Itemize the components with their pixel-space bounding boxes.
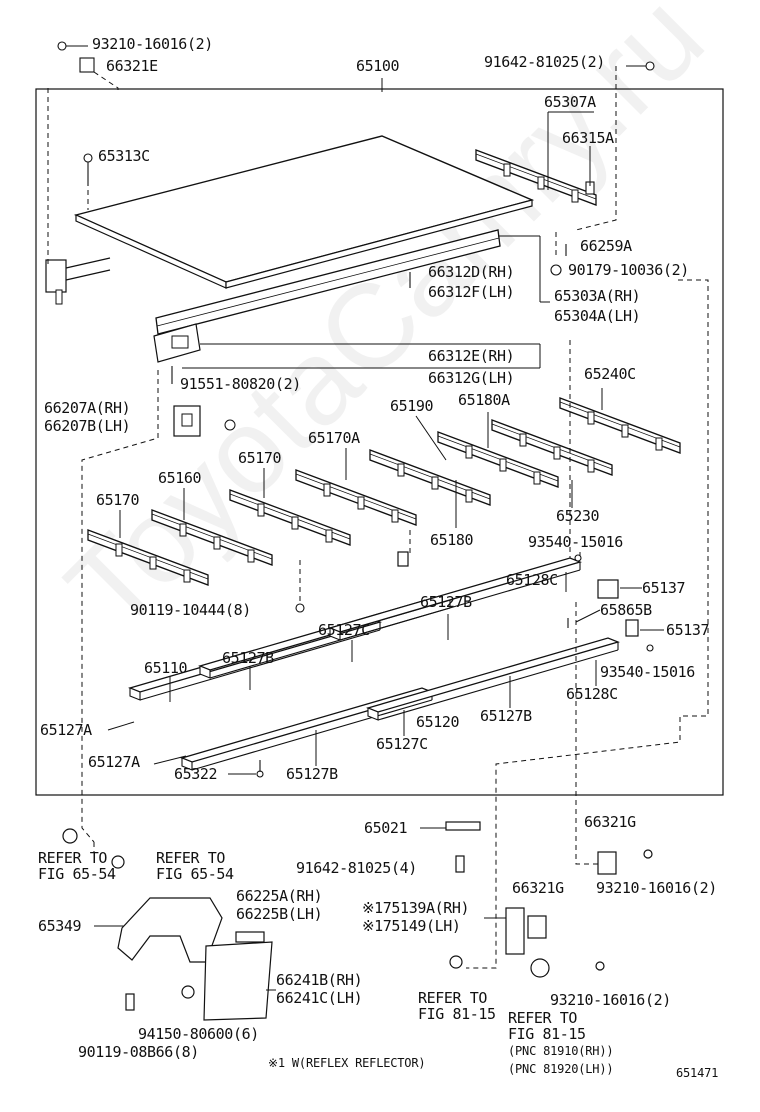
label-66312F: 66312F(LH) <box>428 283 515 301</box>
label-65110: 65110 <box>144 659 188 677</box>
label-93210-16016-bottom: 93210-16016(2) <box>550 991 671 1009</box>
label-65170-left: 65170 <box>96 491 140 509</box>
label-93540-15016-a: 93540-15016 <box>528 533 623 551</box>
label-pnc-81910: (PNC 81910(RH)) <box>508 1044 614 1058</box>
label-66225A: 66225A(RH) <box>236 887 323 905</box>
label-94150-80600: 94150-80600(6) <box>138 1025 259 1043</box>
label-refer-65-54-a-line2: FIG 65-54 <box>38 865 116 883</box>
label-90119-10444: 90119-10444(8) <box>130 601 251 619</box>
label-refer-81-15-b-line2: FIG 81-15 <box>508 1025 586 1043</box>
label-66321G-a: 66321G <box>584 813 636 831</box>
label-66207A: 66207A(RH) <box>44 399 131 417</box>
label-65322: 65322 <box>174 765 218 783</box>
member-65170-mid <box>229 489 351 546</box>
label-91642-81025-4: 91642-81025(4) <box>296 859 417 877</box>
cap-66321G-b <box>527 915 547 939</box>
reflector <box>530 958 550 978</box>
left-hinge <box>45 257 111 305</box>
label-65021: 65021 <box>364 819 408 837</box>
flap-66241 <box>203 941 273 1021</box>
lower-parts <box>62 821 653 1021</box>
label-66259A: 66259A <box>580 237 632 255</box>
label-66321E: 66321E <box>106 57 158 75</box>
label-refer-65-54-b-line2: FIG 65-54 <box>156 865 234 883</box>
label-93540-15016-b: 93540-15016 <box>600 663 695 681</box>
label-refer-81-15-a-line2: FIG 81-15 <box>418 1005 496 1023</box>
label-65127A-b: 65127A <box>88 753 140 771</box>
side-rail <box>153 229 501 363</box>
label-66321G-b: 66321G <box>512 879 564 897</box>
label-65190: 65190 <box>390 397 434 415</box>
label-65304A: 65304A(LH) <box>554 307 641 325</box>
label-65137-a: 65137 <box>642 579 686 597</box>
label-65127B-c: 65127B <box>480 707 532 725</box>
label-65349: 65349 <box>38 917 82 935</box>
label-65307A: 65307A <box>544 93 596 111</box>
label-66241B: 66241B(RH) <box>276 971 363 989</box>
label-66315A: 66315A <box>562 129 614 147</box>
label-65127B-b: 65127B <box>222 649 274 667</box>
label-65160: 65160 <box>158 469 202 487</box>
label-91642-81025-2: 91642-81025(2) <box>484 53 605 71</box>
label-refer-81-15-b-line1: REFER TO <box>508 1009 578 1027</box>
label-65128C-b: 65128C <box>566 685 618 703</box>
label-65127C-a: 65127C <box>318 621 370 639</box>
label-90179-10036: 90179-10036(2) <box>568 261 689 279</box>
label-66312D: 66312D(RH) <box>428 263 515 281</box>
assembly-frame <box>35 88 724 796</box>
label-66207B: 66207B(LH) <box>44 417 131 435</box>
label-refer-81-15-a-line1: REFER TO <box>418 989 488 1007</box>
label-refer-65-54-b-line1: REFER TO <box>156 849 226 867</box>
label-65128C-a: 65128C <box>506 571 558 589</box>
label-65127A-a: 65127A <box>40 721 92 739</box>
label-pnc-81920: (PNC 81920(LH)) <box>508 1062 614 1076</box>
label-65100: 65100 <box>356 57 400 75</box>
label-65230: 65230 <box>556 507 600 525</box>
label-93210-16016: 93210-16016(2) <box>92 35 213 53</box>
footnote: ※1 W(REFLEX REFLECTOR) <box>268 1056 426 1070</box>
cap-66321G-a <box>597 851 617 875</box>
label-65127C-b: 65127C <box>376 735 428 753</box>
label-65865B: 65865B <box>600 601 652 619</box>
label-65180A: 65180A <box>458 391 510 409</box>
member-65240C <box>559 397 681 454</box>
bracket-small <box>397 551 409 567</box>
label-65180: 65180 <box>430 531 474 549</box>
label-66312E: 66312E(RH) <box>428 347 515 365</box>
deck-panel <box>73 135 535 289</box>
label-90119-08B66: 90119-08B66(8) <box>78 1043 199 1061</box>
label-65120: 65120 <box>416 713 460 731</box>
label-65170A: 65170A <box>308 429 360 447</box>
label-65127B-d: 65127B <box>286 765 338 783</box>
diagram-id: 651471 <box>676 1066 719 1080</box>
reflector-bracket <box>505 907 525 955</box>
label-66225B: 66225B(LH) <box>236 905 323 923</box>
label-93210-16016-right: 93210-16016(2) <box>596 879 717 897</box>
label-75149: ※175149(LH) <box>362 917 461 935</box>
label-65313C: 65313C <box>98 147 150 165</box>
label-65303A: 65303A(RH) <box>554 287 641 305</box>
member-65160 <box>151 509 273 566</box>
label-65127B-a: 65127B <box>420 593 472 611</box>
label-65137-b: 65137 <box>666 621 710 639</box>
bracket-65137-a <box>597 579 619 599</box>
member-65170-left <box>87 529 209 586</box>
label-65240C: 65240C <box>584 365 636 383</box>
member-65170A <box>295 469 417 526</box>
bracket-65021 <box>445 821 481 831</box>
mudguard-65349 <box>117 897 223 963</box>
label-91551-80820: 91551-80820(2) <box>180 375 301 393</box>
bracket-65137-b <box>625 619 639 637</box>
bracket-66207 <box>173 405 236 437</box>
label-66312G: 66312G(LH) <box>428 369 515 387</box>
label-66241C: 66241C(LH) <box>276 989 363 1007</box>
label-65170-mid: 65170 <box>238 449 282 467</box>
label-75139A: ※175139A(RH) <box>362 899 470 917</box>
label-refer-65-54-a-line1: REFER TO <box>38 849 108 867</box>
